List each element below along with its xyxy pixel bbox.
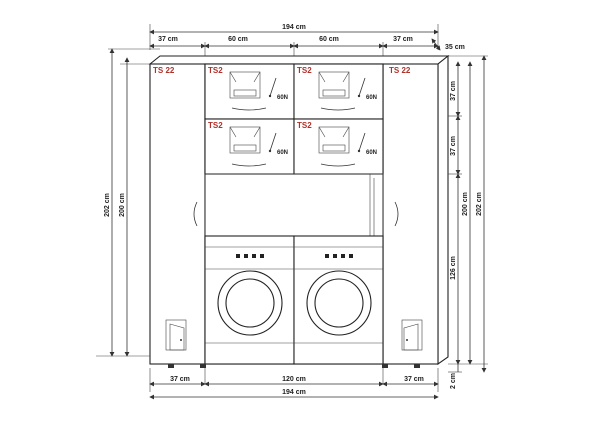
right-part-2-label: 37 cm: [450, 136, 457, 156]
total-width-bottom-label: 194 cm: [282, 389, 306, 396]
upper-code-3: TS2: [208, 121, 223, 130]
spring-label-3: 60N: [277, 150, 288, 156]
right-inner-height-label: 200 cm: [462, 192, 469, 216]
depth-label: 35 cm: [445, 44, 465, 51]
top-segment-1-label: 37 cm: [158, 36, 178, 43]
tall-left-code: TS 22: [153, 66, 175, 75]
flap-handle: [320, 163, 356, 167]
upper-code-2: TS2: [297, 66, 312, 75]
foot: [382, 364, 388, 368]
door-open-icon: [165, 319, 187, 351]
upper-cabinet-3: [204, 118, 295, 175]
left-outer-height-label: 202 cm: [104, 193, 111, 217]
flap-handle: [231, 107, 267, 111]
top-dimensions: 194 cm 37 cm 60 cm 60 cm 37 cm 35 cm: [149, 24, 465, 58]
flap-open-icon: [229, 126, 277, 154]
flap-open-icon: [229, 71, 277, 99]
tall-cabinet-right: [382, 63, 439, 365]
spring-label-1: 60N: [277, 95, 288, 101]
flap-open-icon: [318, 126, 366, 154]
washing-machine-left: [205, 246, 294, 344]
spring-label-2: 60N: [366, 95, 377, 101]
flap-handle: [320, 107, 356, 111]
total-width-top-label: 194 cm: [282, 24, 306, 31]
left-dimensions: 202 cm 200 cm: [96, 48, 160, 357]
foot: [168, 364, 174, 368]
door-handle-right: [394, 201, 399, 227]
cabinet-body: [148, 54, 450, 368]
foot: [414, 364, 420, 368]
foot: [200, 364, 206, 368]
top-segment-3-label: 60 cm: [319, 36, 339, 43]
door-handle-left: [193, 201, 198, 227]
left-inner-height-label: 200 cm: [119, 193, 126, 217]
top-segment-2-label: 60 cm: [228, 36, 248, 43]
flap-open-icon: [318, 71, 366, 99]
bottom-segment-1-label: 37 cm: [170, 376, 190, 383]
right-part-1-label: 37 cm: [450, 81, 457, 101]
right-part-3-label: 126 cm: [450, 256, 457, 280]
upper-code-4: TS2: [297, 121, 312, 130]
upper-code-1: TS2: [208, 66, 223, 75]
cabinet-labels: TS 22 TS 22 TS2 TS2 TS2 TS2: [153, 66, 411, 130]
tall-right-code: TS 22: [389, 66, 411, 75]
bottom-dimensions: 37 cm 120 cm 37 cm 194 cm: [149, 368, 439, 400]
right-outer-height-label: 202 cm: [476, 192, 483, 216]
flap-icons: 60N 60N 60N 60: [229, 71, 377, 167]
flap-handle: [231, 163, 267, 167]
spring-label-4: 60N: [366, 150, 377, 156]
door-open-icon: [401, 319, 423, 351]
tall-cabinet-left: [149, 63, 206, 365]
bottom-segment-3-label: 37 cm: [404, 376, 424, 383]
right-dimensions: 37 cm 37 cm 126 cm 2 cm 200 cm 202 cm: [448, 55, 488, 389]
upper-cabinet-4: [293, 118, 384, 175]
washing-machine-right: [294, 246, 383, 344]
top-segment-4-label: 37 cm: [393, 36, 413, 43]
bottom-segment-2-label: 120 cm: [282, 376, 306, 383]
right-part-4-label: 2 cm: [450, 373, 457, 389]
